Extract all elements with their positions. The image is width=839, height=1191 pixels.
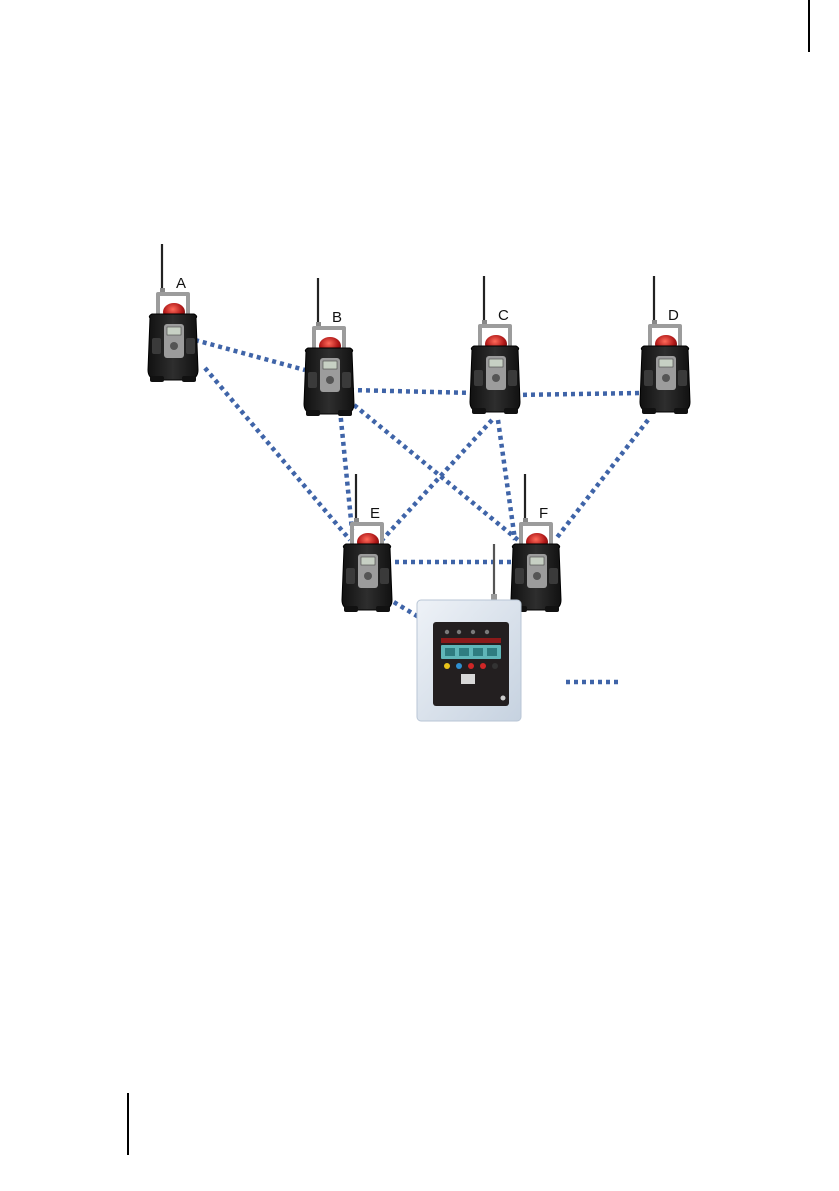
lcd-screen [659, 359, 673, 367]
node-label-e: E [370, 505, 380, 522]
lcd-screen [323, 361, 337, 369]
gas-detector-b: B [304, 278, 354, 416]
link-c-f [498, 420, 515, 540]
link-a-b [195, 340, 305, 370]
gas-detector-e: E [342, 474, 392, 612]
gas-detector-a: A [148, 244, 198, 382]
link-c-e [382, 420, 492, 540]
gas-detector-c: C [470, 276, 520, 414]
lcd-screen [489, 359, 503, 367]
lcd-screen [361, 557, 375, 565]
node-label-f: F [539, 505, 548, 522]
gas-detector-d: D [640, 276, 690, 414]
wireless-controller-panel [417, 544, 521, 721]
link-b-c [350, 390, 475, 393]
node-label-c: C [498, 307, 509, 324]
node-label-a: A [176, 275, 186, 292]
gas-detector-f: F [511, 474, 561, 612]
link-c-d [515, 393, 642, 395]
brand-logo [461, 674, 475, 684]
lcd-screen [167, 327, 181, 335]
links-layer [195, 340, 648, 625]
node-label-d: D [668, 307, 679, 324]
controller-layer [417, 544, 521, 721]
node-label-b: B [332, 309, 342, 326]
lcd-screen [530, 557, 544, 565]
link-b-e [340, 410, 352, 530]
devices-layer: A B C D E F [148, 244, 690, 612]
link-d-f [555, 420, 648, 540]
